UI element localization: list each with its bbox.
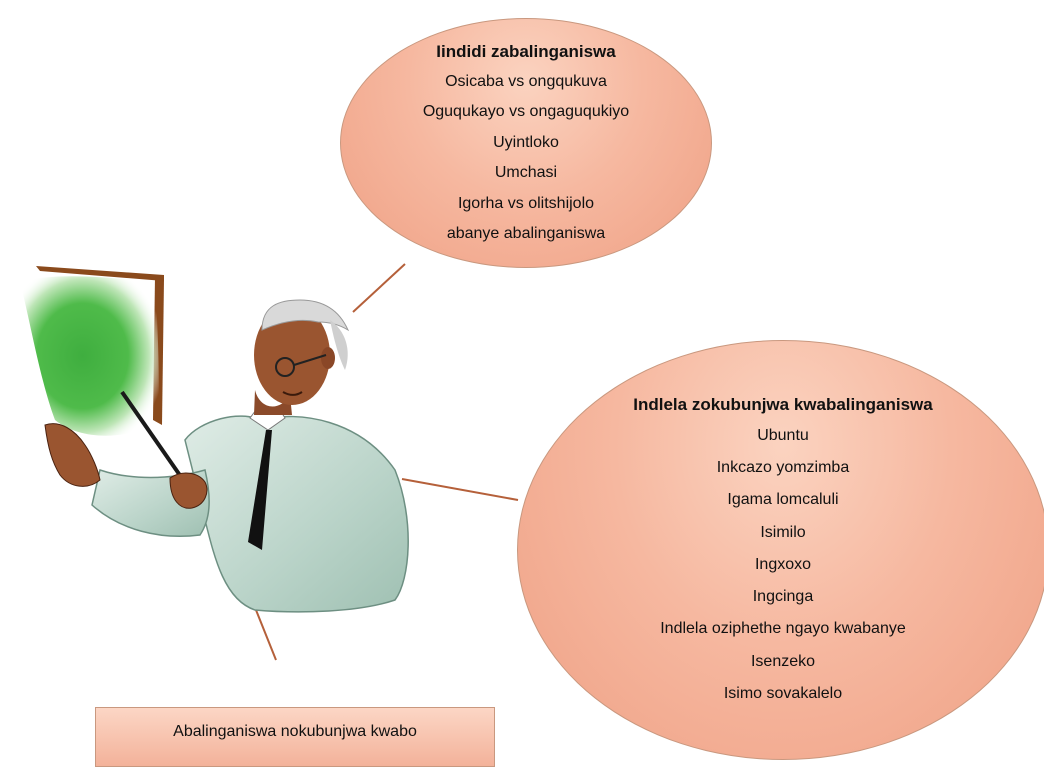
characterisation-methods-list: Ubuntu Inkcazo yomzimba Igama lomcaluli … — [660, 420, 906, 711]
list-item: Ubuntu — [757, 426, 809, 444]
list-item: Isenzeko — [750, 652, 816, 670]
list-item: Isimo sovakalelo — [723, 685, 843, 703]
list-item: Indlela oziphethe ngayo kwabanye — [660, 620, 906, 638]
caption-box: Abalinganiswa nokubunjwa kwabo — [95, 707, 495, 767]
list-item: Igorha vs olitshijolo — [457, 194, 595, 212]
list-item: abanye abalinganiswa — [446, 225, 606, 242]
presenter-icon — [20, 266, 409, 613]
list-item: Oguqukayo vs ongaguqukiyo — [422, 103, 630, 120]
character-types-bubble: Iindidi zabalinganiswa Osicaba vs ongquk… — [340, 18, 712, 268]
list-item: Umchasi — [494, 164, 558, 181]
connector-top — [352, 263, 406, 313]
characterisation-methods-title: Indlela zokubunjwa kwabalinganiswa — [633, 394, 933, 414]
list-item: Osicaba vs ongqukuva — [445, 72, 607, 90]
caption-text: Abalinganiswa nokubunjwa kwabo — [173, 723, 417, 740]
list-item: Isimilo — [760, 523, 806, 541]
character-types-title: Iindidi zabalinganiswa — [436, 41, 616, 61]
list-item: Igama lomcaluli — [727, 491, 839, 509]
character-types-list: Osicaba vs ongqukuva Oguqukayo vs ongagu… — [423, 67, 629, 250]
connector-bottom — [255, 609, 277, 661]
list-item: Ingcinga — [752, 588, 814, 606]
list-item: Inkcazo yomzimba — [716, 458, 850, 476]
list-item: Ingxoxo — [754, 555, 812, 573]
list-item: Uyintloko — [493, 133, 559, 151]
characterisation-methods-bubble: Indlela zokubunjwa kwabalinganiswa Ubunt… — [517, 340, 1044, 760]
connector-right — [401, 478, 519, 501]
